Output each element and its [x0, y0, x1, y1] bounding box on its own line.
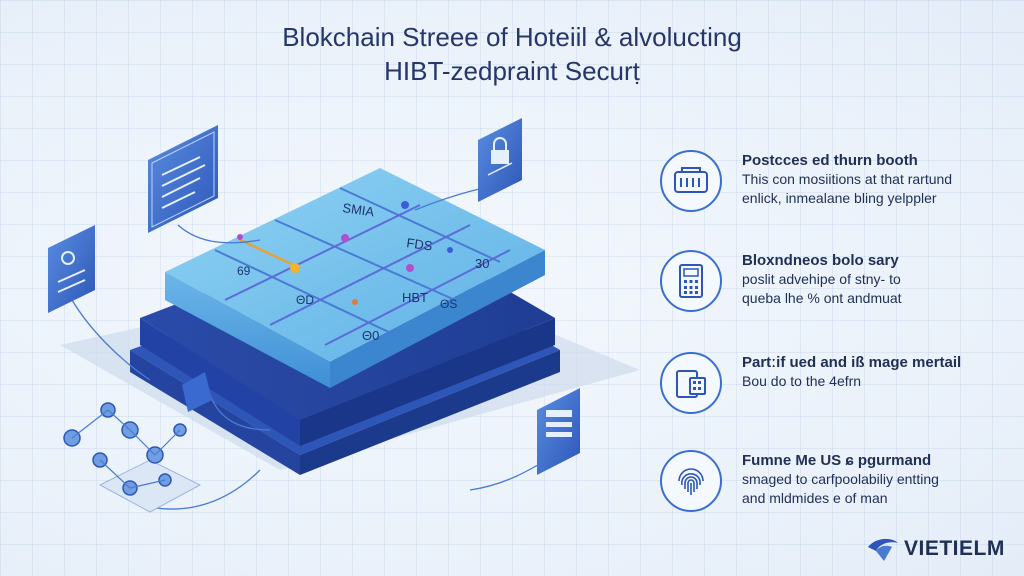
document-panel	[148, 125, 218, 233]
fingerprint-icon	[660, 450, 722, 512]
feature-desc-line: This con mosiitions at that rartund	[742, 171, 953, 187]
logo-swoosh-icon	[868, 538, 898, 561]
device-icon	[660, 352, 722, 414]
feature-desc-line: poslit advehipe of stny- to	[742, 271, 901, 287]
connector-lines	[71, 184, 556, 510]
feature-item-1: Postcces ed thurn booth This con mosiiti…	[660, 150, 1000, 230]
board-label: 69	[237, 264, 251, 278]
keycard-icon	[660, 150, 722, 212]
brand-logo: VIETIELM	[866, 532, 1005, 566]
circuit-nodes	[237, 201, 453, 305]
board-right-side	[330, 250, 545, 388]
feature-description: smaged to carfpoolabiliy entting and mld…	[742, 470, 1002, 508]
board-label: FDS	[406, 235, 434, 254]
feature-heading: Fumne Me US ɕ pgurmand	[742, 452, 932, 469]
feature-item-4: Fumne Me US ɕ pgurmand smaged to carfpoo…	[660, 450, 1000, 530]
feature-description: poslit advehipe of stny- to queba lhe % …	[742, 270, 1002, 308]
feature-desc-line: queba lhe % ont andmuat	[742, 290, 902, 306]
node-cluster	[63, 402, 202, 513]
board-label: SMIA	[342, 200, 376, 219]
base-layer-right	[300, 350, 560, 475]
board-label: 30	[475, 256, 489, 271]
key-panel	[48, 225, 95, 313]
feature-heading: Bloxndneos bolo sary	[742, 252, 899, 269]
board-label: Θ0	[362, 328, 379, 343]
feature-desc-line: and mldmides e of man	[742, 490, 888, 506]
board-label: HBT	[402, 290, 428, 305]
blockchain-diagram: SMIA FDS 69 30 ΘD ΘS HBT Θ0	[48, 118, 640, 513]
board-top	[165, 168, 545, 362]
calculator-icon	[660, 250, 722, 312]
circuit-lines	[214, 187, 511, 346]
middle-layer-left	[140, 318, 300, 446]
page-subtitle: HIBT-zedpraint Securṭ	[384, 56, 640, 86]
lock-panel	[478, 118, 522, 202]
feature-desc-line: smaged to carfpoolabiliy entting	[742, 471, 939, 487]
server-panel	[537, 388, 580, 475]
feature-item-3: Partːif ued and iß mage mertail Bou do t…	[660, 352, 1000, 432]
feature-heading: Postcces ed thurn booth	[742, 152, 918, 169]
base-layer-left	[130, 350, 300, 475]
board-label: ΘS	[440, 297, 457, 311]
feature-desc-line: Bou do to the 4efrn	[742, 373, 862, 389]
small-tag-panel	[182, 372, 212, 412]
feature-heading: Partːif ued and iß mage mertail	[742, 354, 962, 371]
page-title: Blokchain Streee of Hoteiil & alvoluctin…	[282, 22, 742, 52]
logo-text: VIETIELM	[904, 537, 1005, 560]
feature-description: This con mosiitions at that rartund enli…	[742, 170, 1002, 208]
board-left-side	[165, 272, 330, 388]
middle-layer-right	[300, 318, 555, 446]
feature-description: Bou do to the 4efrn	[742, 372, 1002, 391]
feature-desc-line: enlick, inmealane bling yelppler	[742, 190, 937, 206]
feature-item-2: Bloxndneos bolo sary poslit advehipe of …	[660, 250, 1000, 330]
board-label: ΘD	[296, 293, 314, 307]
